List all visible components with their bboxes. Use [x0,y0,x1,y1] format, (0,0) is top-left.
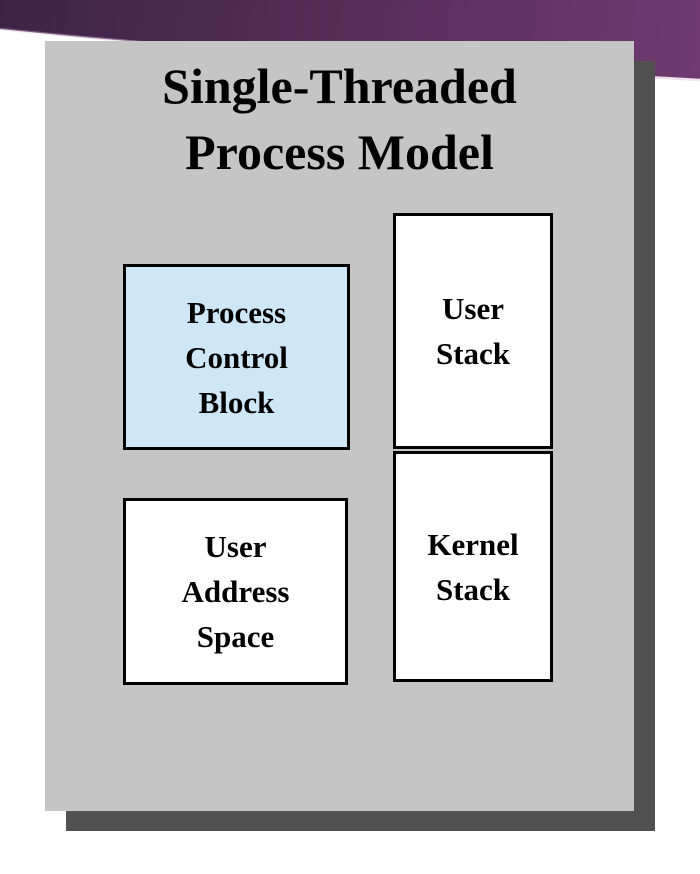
user-address-space-label-line-1: User [204,529,267,564]
slide-title-line-1: Single-Threaded [162,58,517,114]
process-control-block-box: Process Control Block [123,264,350,450]
user-stack-box: User Stack [393,213,553,449]
user-address-space-label-line-2: Address [181,574,290,609]
user-address-space-label-line-3: Space [196,619,275,654]
user-stack-label-line-2: Stack [435,336,511,371]
user-stack-label-line-1: User [442,291,504,326]
process-control-block-label-line-3: Block [198,384,275,420]
slide-title-line-2: Process Model [185,124,494,180]
slide-title: Single-Threaded Process Model [45,53,634,185]
kernel-stack-box: Kernel Stack [393,451,553,682]
user-address-space-box: User Address Space [123,498,348,685]
kernel-stack-label-line-2: Stack [435,571,511,607]
kernel-stack-label-line-1: Kernel [427,526,519,562]
process-control-block-label-line-2: Control [185,339,288,375]
process-control-block-label-line-1: Process [186,294,287,330]
slide-panel: Single-Threaded Process Model Process Co… [45,41,634,811]
